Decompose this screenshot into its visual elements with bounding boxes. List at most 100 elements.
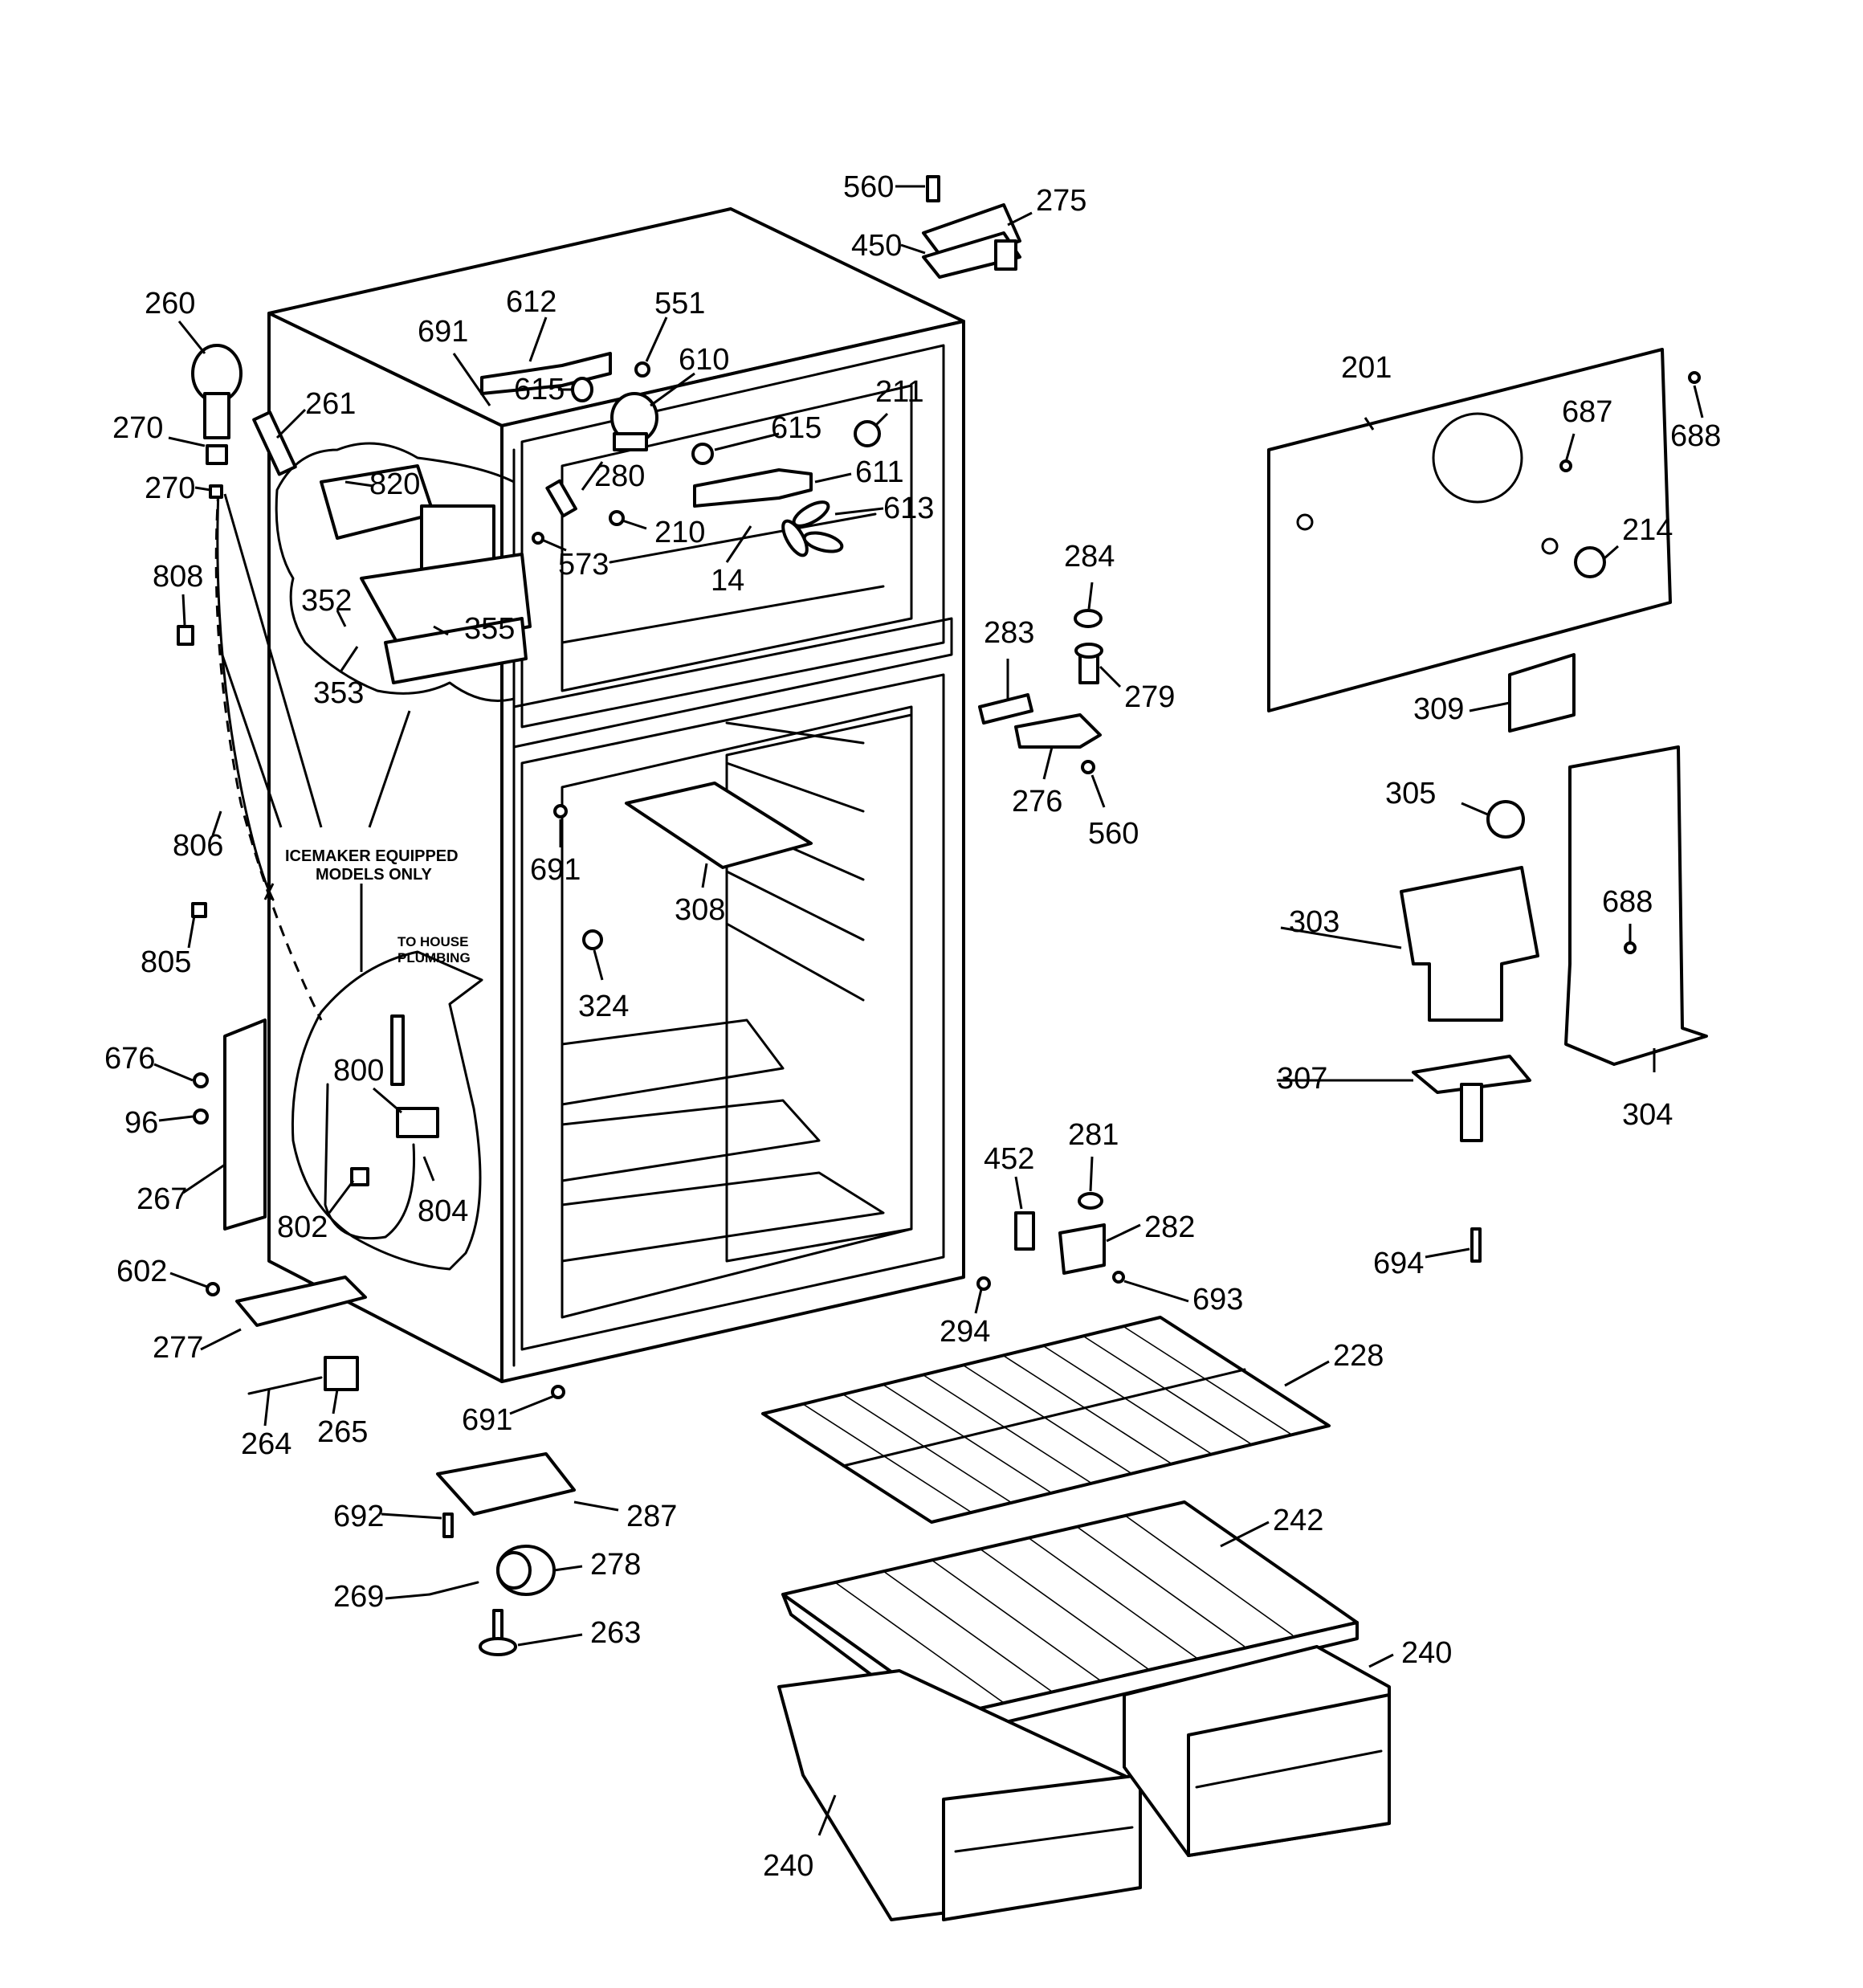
- cover-hole-left: [1296, 513, 1314, 531]
- callout-240: 240: [1401, 1636, 1452, 1670]
- callout-labels: 560 275 450 260 612 551 691 610 261 615 …: [104, 170, 1721, 1883]
- fan-bracket-611: [693, 468, 813, 508]
- callout-280: 280: [594, 459, 645, 493]
- callout-551: 551: [654, 287, 705, 320]
- callout-277: 277: [153, 1331, 203, 1365]
- callout-260: 260: [145, 287, 195, 320]
- leader-lines: [153, 185, 1704, 1836]
- callout-308: 308: [675, 893, 725, 927]
- plug-324: [582, 929, 603, 950]
- damper-280: [545, 479, 577, 518]
- callout-287: 287: [626, 1500, 677, 1533]
- center-hinge-276: [1014, 713, 1102, 749]
- callout-278: 278: [590, 1548, 641, 1582]
- callout-304: 304: [1622, 1098, 1673, 1132]
- guide-808: [177, 625, 194, 646]
- supply-pipe: [390, 1014, 405, 1086]
- callout-805: 805: [141, 945, 191, 979]
- hinge-282: [1058, 1223, 1106, 1275]
- callout-450: 450: [851, 229, 902, 263]
- grommet-270: [206, 444, 228, 465]
- thermostat-610: [610, 392, 658, 451]
- screw-573: [532, 532, 544, 545]
- callout-688: 688: [1602, 885, 1653, 919]
- callout-240: 240: [763, 1849, 813, 1883]
- callout-611: 611: [855, 455, 904, 489]
- valve-800: [396, 1107, 439, 1138]
- grommet-615b: [691, 443, 714, 465]
- callout-615: 615: [771, 411, 821, 445]
- plug-294: [976, 1276, 991, 1291]
- callout-270: 270: [112, 411, 163, 445]
- callout-560: 560: [843, 170, 894, 204]
- pin-269: [428, 1581, 479, 1596]
- callout-270: 270: [145, 471, 195, 505]
- callout-694: 694: [1373, 1247, 1424, 1280]
- cover-hole-right: [1541, 537, 1559, 555]
- screw-688b: [1624, 941, 1637, 954]
- callout-307: 307: [1277, 1062, 1327, 1096]
- wire-shelf-228: [761, 1316, 1331, 1524]
- clip-270: [209, 484, 223, 499]
- callout-804: 804: [418, 1194, 468, 1228]
- callout-615: 615: [514, 373, 565, 406]
- screw-210: [609, 510, 625, 526]
- callout-452: 452: [984, 1142, 1034, 1176]
- callout-96: 96: [124, 1106, 158, 1140]
- callout-353: 353: [313, 676, 364, 710]
- screw-602: [206, 1282, 220, 1296]
- callout-691: 691: [418, 315, 468, 349]
- screw-96: [193, 1108, 209, 1125]
- screw-688: [1688, 371, 1701, 384]
- evaporator-cover-201: [1267, 348, 1672, 712]
- callout-275: 275: [1036, 184, 1086, 218]
- callout-294: 294: [940, 1315, 990, 1349]
- callout-692: 692: [333, 1500, 384, 1533]
- refrigerator-cabinet: [267, 207, 965, 1383]
- callout-352: 352: [301, 584, 352, 618]
- callout-279: 279: [1124, 680, 1175, 714]
- callout-14: 14: [711, 564, 744, 598]
- screw-693: [1112, 1271, 1125, 1284]
- callout-303: 303: [1289, 905, 1339, 939]
- water-tube-806: [216, 488, 275, 901]
- crisper-drawer-left: [777, 1669, 1142, 1921]
- callout-693: 693: [1192, 1283, 1243, 1316]
- bracket-283: [978, 693, 1033, 725]
- icemaker-note-line1: ICEMAKER EQUIPPED: [285, 847, 459, 865]
- callout-211: 211: [875, 375, 924, 409]
- screw-691b: [553, 804, 568, 818]
- grommet-284: [1074, 609, 1103, 628]
- cover-fan-opening: [1432, 412, 1523, 504]
- fan-blade-613: [781, 500, 844, 557]
- bracket-307-leg: [1460, 1083, 1483, 1142]
- plug-214: [1574, 546, 1606, 578]
- label-309: [1508, 653, 1576, 733]
- callout-263: 263: [590, 1616, 641, 1650]
- callout-309: 309: [1413, 692, 1464, 726]
- callout-687: 687: [1562, 395, 1612, 429]
- callout-691: 691: [530, 853, 581, 887]
- callout-676: 676: [104, 1042, 155, 1076]
- screw-551: [634, 361, 650, 378]
- screw-687: [1559, 459, 1572, 472]
- callout-602: 602: [116, 1255, 167, 1288]
- callout-324: 324: [578, 990, 629, 1023]
- callout-228: 228: [1333, 1339, 1384, 1373]
- callout-265: 265: [317, 1415, 368, 1449]
- hinge-pin-279: [1074, 643, 1103, 684]
- hinge-267: [223, 1018, 267, 1231]
- callout-276: 276: [1012, 785, 1062, 818]
- callout-560: 560: [1088, 817, 1139, 851]
- callout-613: 613: [883, 492, 934, 525]
- callout-210: 210: [654, 516, 705, 549]
- housing-303: [1400, 866, 1539, 1022]
- top-hinge: [922, 175, 1021, 279]
- plumbing-note-line2: PLUMBING: [397, 950, 471, 965]
- grille-bracket-277: [235, 1276, 367, 1327]
- callout-806: 806: [173, 829, 223, 863]
- roller-bracket-287: [436, 1452, 576, 1516]
- fill-tube-261: [252, 410, 297, 476]
